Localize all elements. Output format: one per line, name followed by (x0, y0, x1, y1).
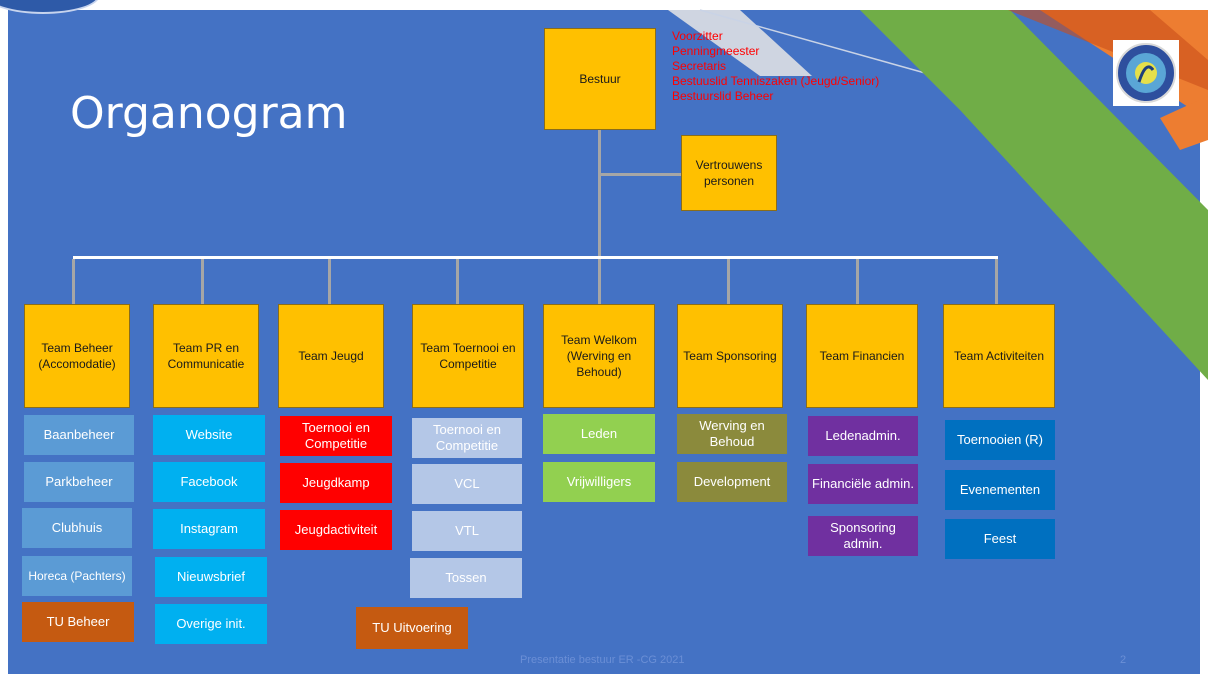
team-box-sponsoring: Team Sponsoring (677, 304, 783, 408)
team-connector (995, 259, 998, 305)
team-connector (72, 259, 75, 305)
sub-horeca: Horeca (Pachters) (22, 556, 132, 596)
trust-connector (600, 173, 682, 176)
board-connector (598, 130, 601, 258)
board-role: Penningmeester (672, 44, 760, 58)
sub-facebook: Facebook (153, 462, 265, 502)
team-connector (201, 259, 204, 305)
sub-baanbeheer: Baanbeheer (24, 415, 134, 455)
team-box-toernooi: Team Toernooi en Competitie (412, 304, 524, 408)
board-roles-list: Voorzitter Penningmeester Secretaris Bes… (672, 29, 879, 104)
tu-uitvoering-box: TU Uitvoering (356, 607, 468, 649)
sub-vtl: VTL (412, 511, 522, 551)
sub-tossen: Tossen (410, 558, 522, 598)
sub-leden: Leden (543, 414, 655, 454)
sub-parkbeheer: Parkbeheer (24, 462, 134, 502)
sub-jeugd-toernooi: Toernooi en Competitie (280, 416, 392, 456)
sub-instagram: Instagram (153, 509, 265, 549)
trust-persons-box: Vertrouwens personen (681, 135, 777, 211)
sub-jeugdkamp: Jeugdkamp (280, 463, 392, 503)
team-connector (456, 259, 459, 305)
team-box-welkom: Team Welkom (Werving en Behoud) (543, 304, 655, 408)
sub-tu-beheer: TU Beheer (22, 602, 134, 642)
top-strip (0, 0, 1208, 10)
sub-toernooien-r: Toernooien (R) (945, 420, 1055, 460)
sub-overige-init: Overige init. (155, 604, 267, 644)
sub-clubhuis: Clubhuis (22, 508, 132, 548)
board-role: Bestuurslid Beheer (672, 89, 774, 103)
footer-text: Presentatie bestuur ER -CG 2021 (520, 654, 685, 666)
board-role: Bestuuslid Tenniszaken (Jeugd/Senior) (672, 74, 880, 88)
sub-evenementen: Evenementen (945, 470, 1055, 510)
page-title: Organogram (70, 88, 348, 139)
sub-financiele-admin: Financiële admin. (808, 464, 918, 504)
sub-nieuwsbrief: Nieuwsbrief (155, 557, 267, 597)
tennis-club-badge-icon (1116, 43, 1176, 103)
horizontal-branch-line (73, 256, 998, 259)
sub-feest: Feest (945, 519, 1055, 559)
team-connector (598, 259, 601, 305)
board-role: Secretaris (672, 59, 727, 73)
team-box-financien: Team Financien (806, 304, 918, 408)
team-box-pr: Team PR en Communicatie (153, 304, 259, 408)
sub-website: Website (153, 415, 265, 455)
sub-ledenadmin: Ledenadmin. (808, 416, 918, 456)
team-connector (328, 259, 331, 305)
board-box: Bestuur (544, 28, 656, 130)
page-number: 2 (1120, 654, 1127, 666)
team-connector (856, 259, 859, 305)
sub-toernooi-competitie: Toernooi en Competitie (412, 418, 522, 458)
sub-jeugdactiviteit: Jeugdactiviteit (280, 510, 392, 550)
team-box-jeugd: Team Jeugd (278, 304, 384, 408)
club-logo (1113, 40, 1179, 106)
board-role: Voorzitter (672, 29, 723, 43)
team-box-activiteiten: Team Activiteiten (943, 304, 1055, 408)
sub-vrijwilligers: Vrijwilligers (543, 462, 655, 502)
sub-vcl: VCL (412, 464, 522, 504)
sub-sponsoring-admin: Sponsoring admin. (808, 516, 918, 556)
team-box-beheer: Team Beheer (Accomodatie) (24, 304, 130, 408)
sub-werving-behoud: Werving en Behoud (677, 414, 787, 454)
sub-development: Development (677, 462, 787, 502)
team-connector (727, 259, 730, 305)
